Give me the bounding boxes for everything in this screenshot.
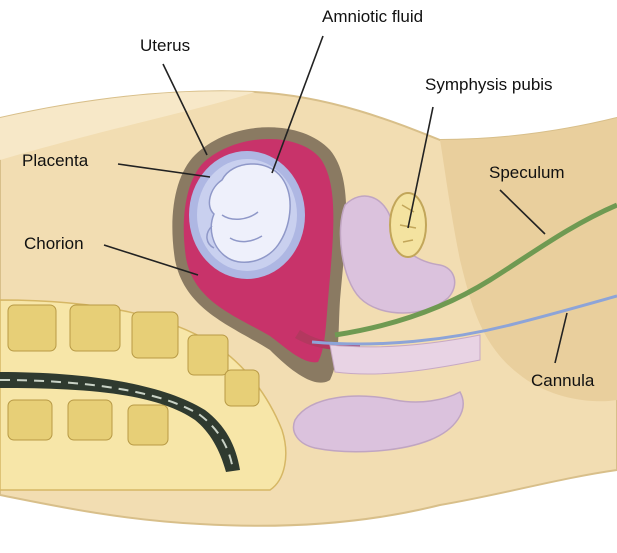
label-symphysis-pubis: Symphysis pubis: [425, 75, 553, 95]
label-chorion: Chorion: [24, 234, 84, 254]
label-uterus: Uterus: [140, 36, 190, 56]
label-speculum: Speculum: [489, 163, 565, 183]
label-placenta: Placenta: [22, 151, 88, 171]
label-amniotic-fluid: Amniotic fluid: [322, 7, 423, 27]
label-cannula: Cannula: [531, 371, 594, 391]
